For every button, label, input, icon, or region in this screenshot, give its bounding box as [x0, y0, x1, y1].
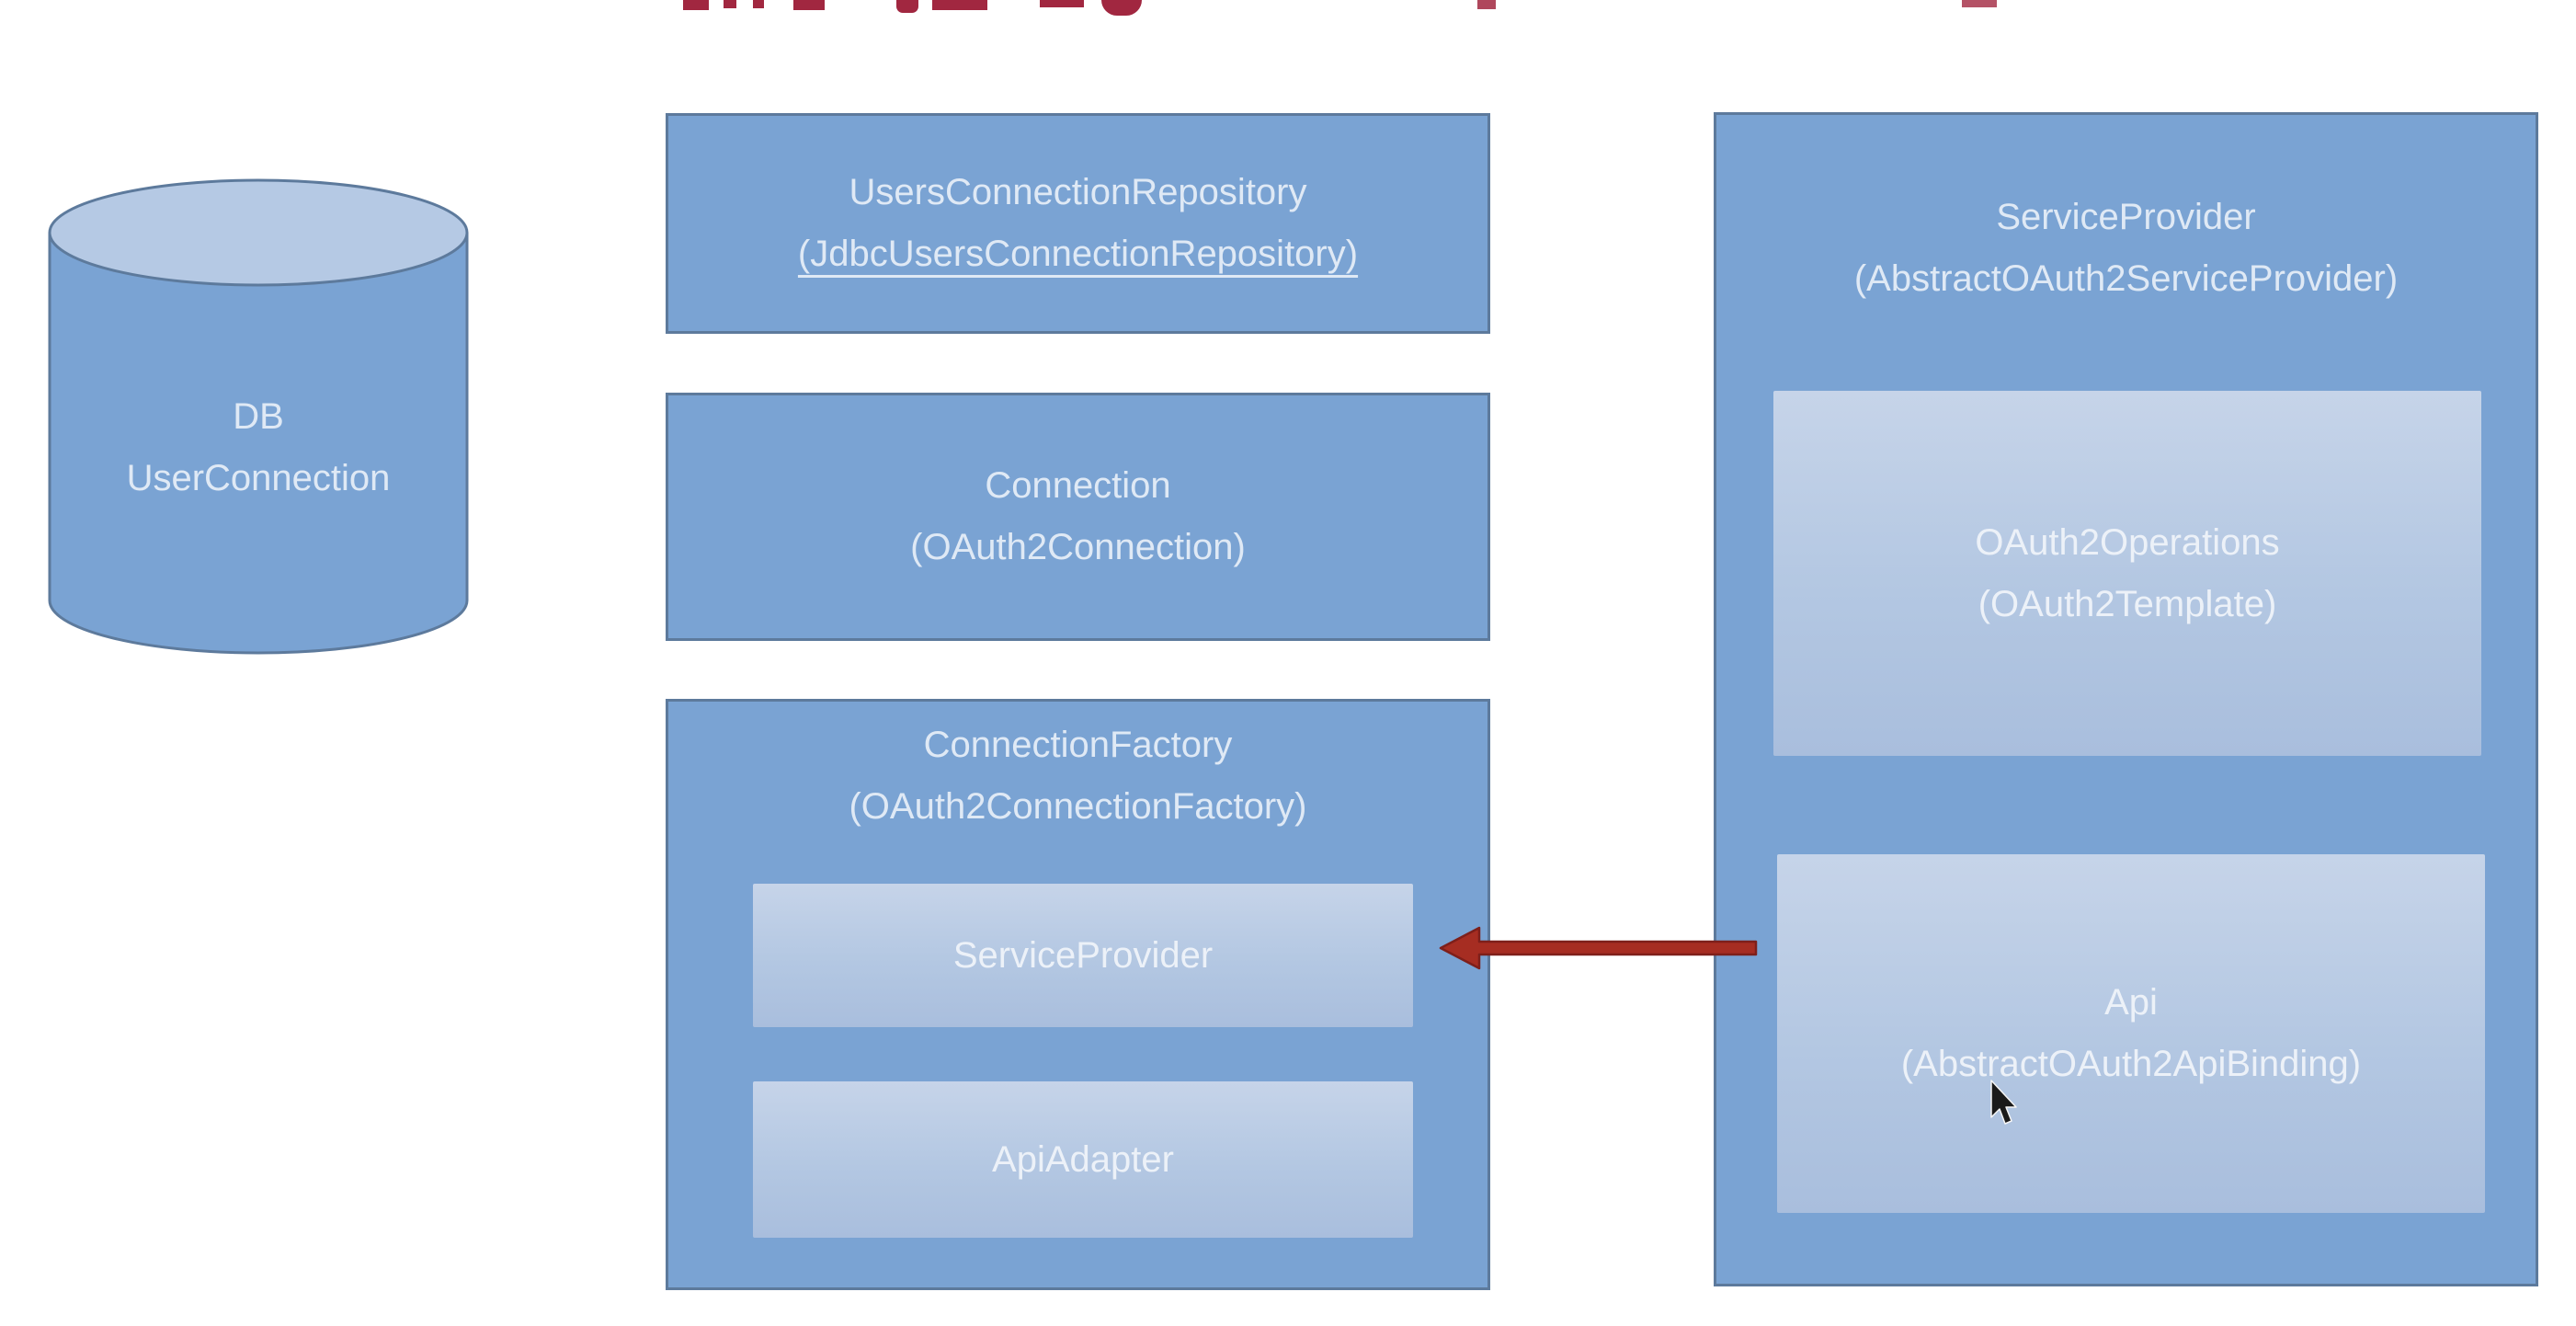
- oauth2-operations-label: OAuth2Operations: [1975, 521, 2280, 563]
- service-provider-member-box: ServiceProvider: [753, 884, 1413, 1027]
- oauth2-connection-factory-impl: (OAuth2ConnectionFactory): [849, 786, 1307, 827]
- title-fragment: [896, 0, 918, 13]
- title-fragment: [932, 0, 987, 10]
- oauth2-connection-impl: (OAuth2Connection): [910, 527, 1246, 567]
- abstract-oauth2-api-binding-impl: (AbstractOAuth2ApiBinding): [1900, 1044, 2362, 1084]
- title-fragment: [724, 0, 736, 8]
- mouse-cursor: [1982, 1076, 2023, 1129]
- connection-factory-box: ConnectionFactory (OAuth2ConnectionFacto…: [666, 699, 1490, 1290]
- service-provider-box: ServiceProvider (AbstractOAuth2ServicePr…: [1714, 112, 2538, 1286]
- users-connection-repository-name: UsersConnectionRepository: [849, 172, 1307, 212]
- users-connection-repository-box: UsersConnectionRepository (JdbcUsersConn…: [666, 113, 1490, 334]
- api-label: Api: [2104, 982, 2158, 1023]
- api-adapter-member-box: ApiAdapter: [753, 1081, 1413, 1238]
- left-arrow-icon: [1439, 926, 1758, 970]
- service-provider-member-label: ServiceProvider: [952, 934, 1214, 976]
- dependency-arrow: [1420, 915, 1770, 984]
- connection-box: Connection (OAuth2Connection): [666, 393, 1490, 641]
- db-label-line1: DB: [233, 396, 284, 437]
- service-provider-name: ServiceProvider: [1996, 197, 2256, 237]
- title-fragment: [1477, 0, 1496, 9]
- oauth2-operations-member-box: OAuth2Operations (OAuth2Template): [1773, 391, 2481, 756]
- db-label-line2: UserConnection: [126, 458, 391, 498]
- abstract-oauth2-service-provider-impl: (AbstractOAuth2ServiceProvider): [1853, 258, 2399, 299]
- api-member-box: Api (AbstractOAuth2ApiBinding): [1777, 854, 2485, 1213]
- db-cylinder-label: DB UserConnection: [47, 386, 470, 509]
- title-fragment: [1040, 0, 1084, 7]
- api-adapter-member-label: ApiAdapter: [992, 1138, 1174, 1180]
- connection-name: Connection: [985, 465, 1171, 506]
- db-cylinder: [47, 177, 470, 657]
- connection-factory-name: ConnectionFactory: [923, 725, 1233, 765]
- title-fragment: [753, 0, 764, 8]
- mouse-cursor-icon: [1990, 1080, 2017, 1125]
- title-fragment: [683, 0, 709, 10]
- title-fragment: [793, 0, 825, 10]
- database-cylinder-icon: [48, 178, 469, 655]
- title-fragment: [1101, 0, 1142, 16]
- jdbc-users-connection-repository-impl: (JdbcUsersConnectionRepository): [797, 234, 1359, 274]
- oauth2-template-impl: (OAuth2Template): [1978, 583, 2277, 624]
- title-fragment: [1962, 0, 1997, 7]
